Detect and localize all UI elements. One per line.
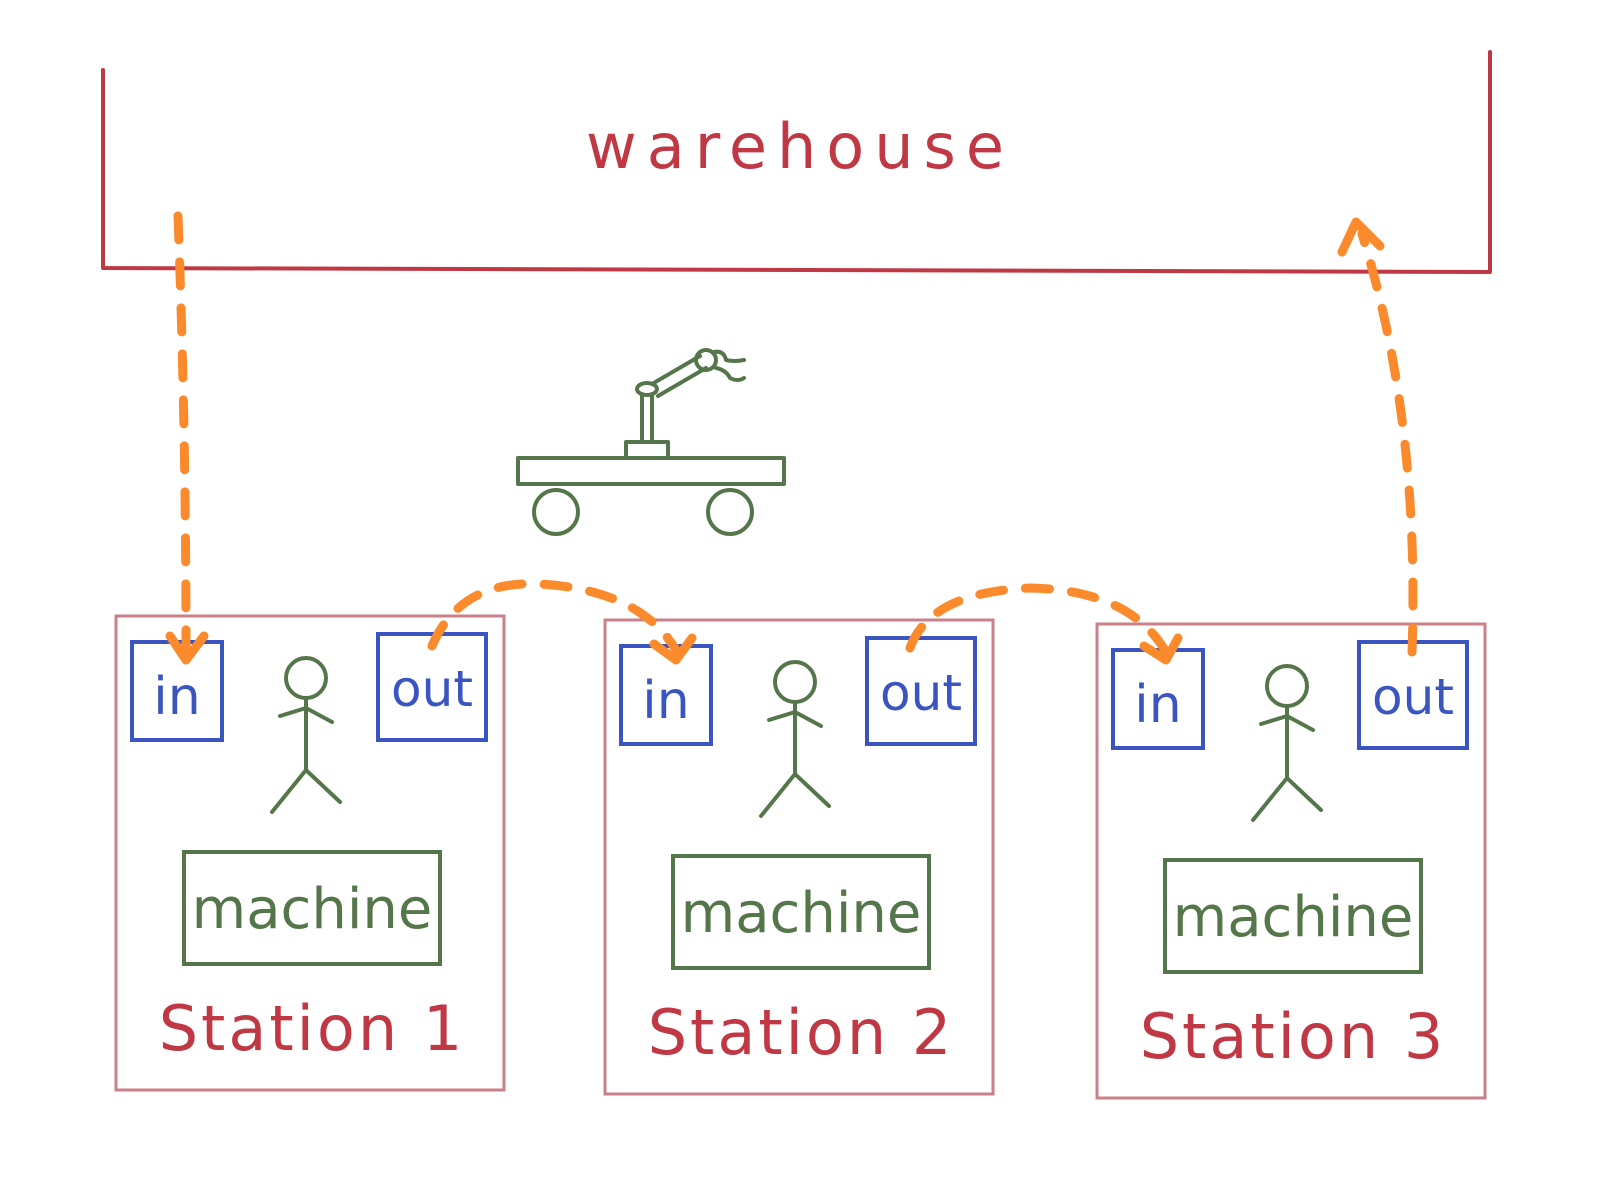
worker-body [1251,704,1323,822]
worker-icon [1251,664,1323,822]
robot-gripper [712,349,746,382]
machine-label: machine [192,877,433,942]
robot-arm-base [624,440,670,460]
robot-arm-joint [635,381,659,397]
output-buffer-label: out [880,664,962,722]
output-buffer-label: out [391,660,473,718]
output-buffer [865,636,977,746]
machine-label: machine [1173,885,1414,950]
warehouse: warehouse [101,50,1492,274]
worker-head [284,656,328,700]
worker-head [773,660,817,704]
worker-head [1265,664,1309,708]
station-name: Station 2 [648,996,955,1069]
input-buffer-label: in [1134,675,1181,735]
output-buffer [376,632,488,742]
robot-platform [516,456,786,486]
machine-box [671,854,931,970]
station-frame [603,618,995,1096]
flow-arrow-warehouse-to-station1 [173,211,191,655]
machine-label: machine [681,881,922,946]
flow-arrow-station1-to-station2 [427,579,681,655]
worker-icon [759,660,831,818]
station-name: Station 1 [159,992,466,1065]
robot-arm-link [650,354,708,398]
arrowhead-station1-in [165,631,209,665]
robot-wheel-left [532,488,580,536]
machine-box [1163,858,1423,974]
robot-arm-wrist [694,348,718,372]
input-buffer-label: in [153,667,200,727]
output-buffer-label: out [1372,668,1454,726]
station-frame [114,614,506,1092]
mobile-robot-icon [516,348,786,536]
arrowhead-station3-in [1139,633,1183,665]
station-name: Station 3 [1140,1000,1447,1073]
input-buffer [619,644,713,746]
flow-arrows [165,211,1418,665]
flow-arrow-station2-to-station3 [905,583,1171,657]
flow-arrow-station3-to-warehouse [1357,229,1418,657]
arrowhead-warehouse-return [1337,217,1385,257]
robot-wheel-right [706,488,754,536]
input-buffer-label: in [642,671,689,731]
warehouse-label: warehouse [586,110,1014,183]
worker-body [270,696,342,814]
warehouse-outline [101,50,1492,274]
worker-body [759,700,831,818]
arrowhead-station2-in [649,633,697,665]
machine-box [182,850,442,966]
station-frame [1095,622,1487,1100]
worker-icon [270,656,342,814]
